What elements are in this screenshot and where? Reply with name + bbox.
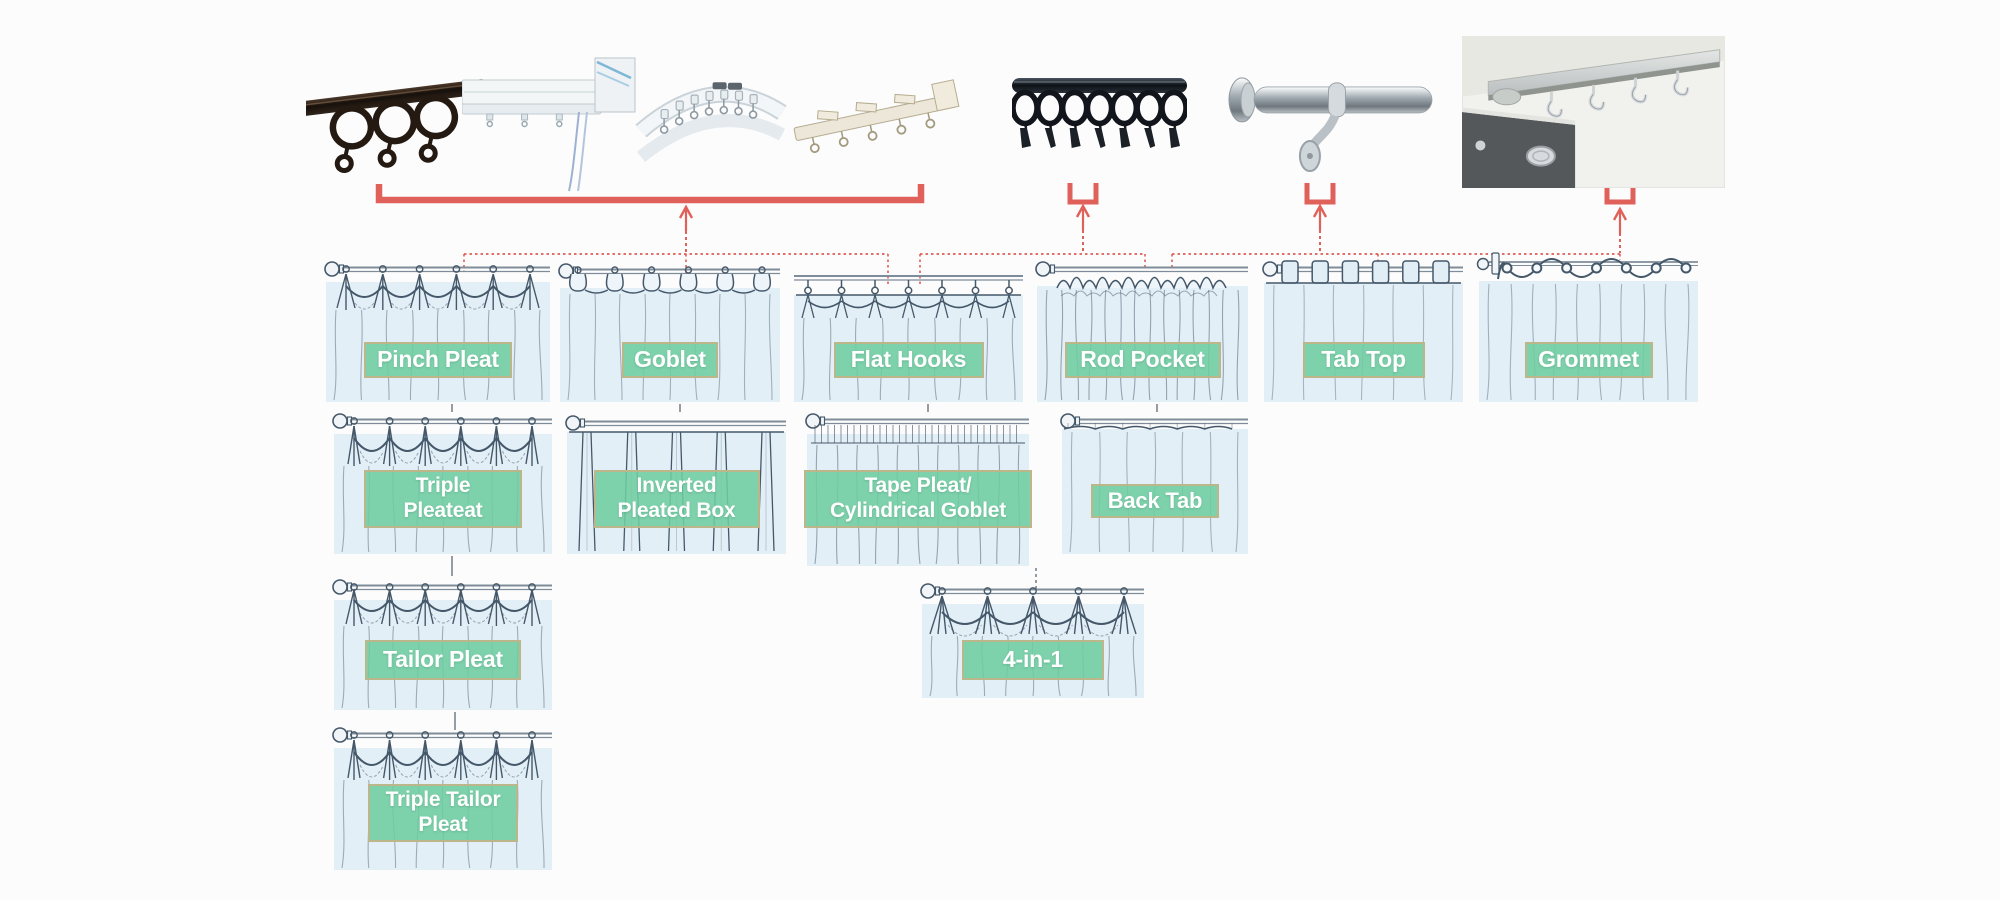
heading-label-line: Tab Top [1321,346,1406,373]
heading-label-line: Flat Hooks [850,346,967,373]
metal-rod-with-bracket-photo [1228,77,1433,173]
curtain-illustration-goblet [558,263,780,402]
heading-label-line: Inverted [636,474,717,498]
heading-label-line: Triple Tailor [385,788,501,812]
heading-label-tailor-pleat: Tailor Pleat [365,640,521,680]
curtain-rod-with-rings-photo [294,79,490,174]
heading-label-pinch-pleat: Pinch Pleat [364,342,512,378]
hardware-curved-track [633,64,788,172]
heading-label-line: Pleat [418,813,468,836]
curtain-illustration-rod-pocket [1035,261,1248,402]
heading-card-tape-cylindrical-goblet: Tape Pleat/Cylindrical Goblet [803,408,1033,568]
heading-card-pinch-pleat: Pinch Pleat [322,256,554,404]
heading-card-tab-top: Tab Top [1260,256,1467,404]
curved-track-photo [635,82,787,163]
hardware-angled-track [786,52,962,170]
dashed-bus-0 [463,253,889,285]
heading-label-tab-top: Tab Top [1302,342,1425,378]
heading-label-line: Rod Pocket [1080,346,1205,373]
heading-card-grommet: Grommet [1475,248,1702,404]
heading-card-goblet: Goblet [556,258,784,404]
heading-label-line: Goblet [634,346,706,373]
heading-card-back-tab: Back Tab [1058,408,1252,556]
heading-label-line: Triple [415,474,471,498]
up-arrow-2 [1312,203,1328,253]
up-arrow-3 [1612,206,1628,253]
u-bracket-1 [1304,183,1336,205]
heading-label-flat-hooks: Flat Hooks [833,342,984,378]
u-bracket-0 [1067,183,1099,205]
traverse-track-photo [461,57,636,192]
u-bracket-2 [1604,183,1636,205]
curtain-illustration-back-tab [1060,413,1248,554]
up-arrow-1 [1075,203,1091,253]
hardware-ceiling-track [1461,35,1726,189]
heading-label-line: Cylindrical Goblet [829,499,1007,522]
heading-label-line: Back Tab [1107,488,1203,514]
hardware-traverse-track [461,48,637,193]
curtain-illustration-tab-top [1262,260,1463,402]
heading-label-line: 4-in-1 [1002,646,1064,673]
heading-label-line: Tape Pleat/ [864,474,972,498]
hardware-metal-rod [1226,56,1444,178]
heading-label-goblet: Goblet [622,342,718,378]
angled-track-photo [793,79,960,154]
heading-label-line: Pinch Pleat [377,346,499,373]
heading-label-back-tab: Back Tab [1091,484,1219,518]
curtain-illustration-four-in-one [920,583,1144,698]
heading-card-four-in-one: 4-in-1 [918,578,1148,700]
clip-rings-photo [1010,78,1189,148]
curtain-illustration-flat-hooks [794,275,1023,402]
dashed-bus-2 [1171,253,1621,267]
dashed-bus-1 [919,253,1146,285]
hardware-rod-with-rings [294,62,490,202]
heading-label-tape-cylindrical-goblet: Tape Pleat/Cylindrical Goblet [804,470,1032,528]
heading-label-line: Grommet [1538,346,1639,373]
main-bracket [375,184,925,204]
hardware-clip-rings [1010,68,1189,173]
heading-label-four-in-one: 4-in-1 [962,640,1104,680]
curtain-illustration-pinch-pleat [324,261,550,402]
heading-card-rod-pocket: Rod Pocket [1033,256,1252,404]
heading-label-line: Tailor Pleat [383,646,503,673]
ceiling-mounted-track-photo [1461,35,1726,189]
heading-card-flat-hooks: Flat Hooks [790,268,1027,404]
heading-label-grommet: Grommet [1524,342,1653,378]
heading-label-rod-pocket: Rod Pocket [1064,342,1221,378]
heading-card-tailor-pleat: Tailor Pleat [330,574,556,712]
up-arrow-0 [678,204,694,253]
heading-label-line: Pleateat [403,499,483,522]
curtain-illustration-grommet [1476,252,1698,402]
heading-label-line: Pleated Box [617,499,736,522]
